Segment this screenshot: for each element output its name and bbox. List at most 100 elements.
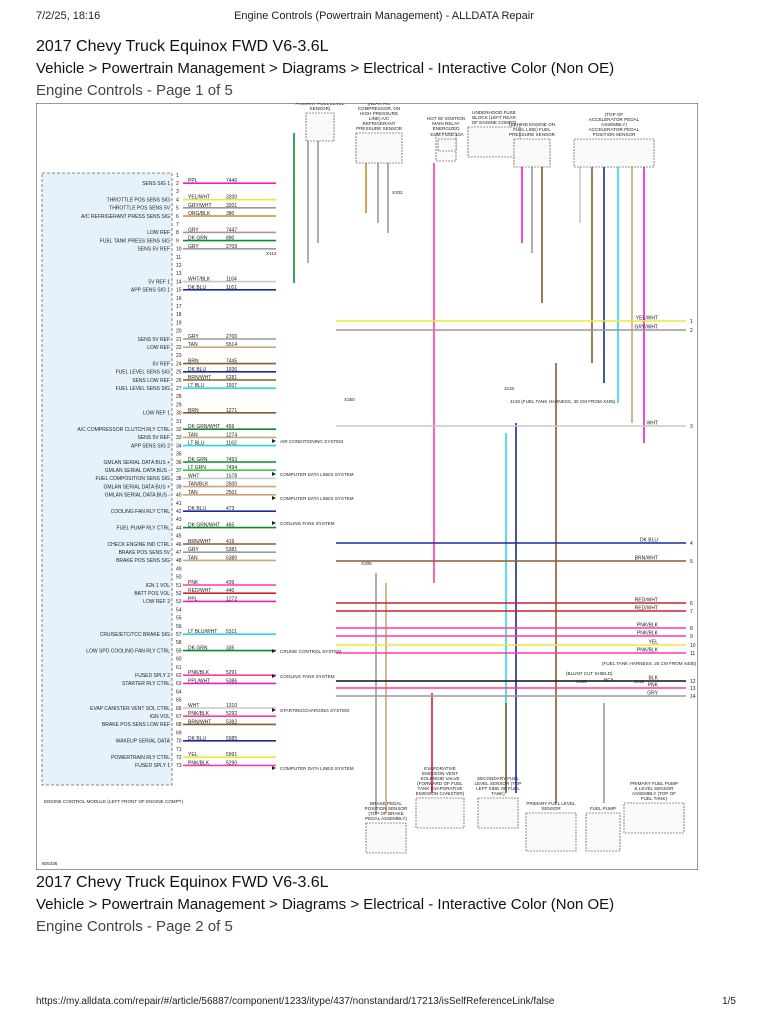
ecm-pin-number: 2: [176, 181, 179, 187]
footer-url[interactable]: https://my.alldata.com/repair/#/article/…: [36, 996, 555, 1007]
breadcrumb[interactable]: Vehicle > Powertrain Management > Diagra…: [36, 60, 615, 77]
evap-solenoid-box: [415, 797, 465, 829]
ecm-pin-number: 10: [176, 247, 182, 253]
ecm-pin-number: 59: [176, 648, 182, 654]
right-edge-wire-label: YEL: [649, 640, 659, 646]
fuel-tank-pressure-sensor-box: [305, 112, 335, 142]
wire-color-label: BRN/WHT: [188, 375, 211, 381]
wire-circuit-label: 1161: [226, 285, 237, 291]
right-edge-number: 7: [690, 609, 693, 615]
wire-circuit-label: 3200: [226, 195, 237, 201]
ecm-pin-number: 4: [176, 197, 179, 203]
wire-color-label: DK GRN: [188, 457, 208, 463]
vehicle-title: 2017 Chevy Truck Equinox FWD V6-3.6L: [36, 38, 329, 55]
ecm-pin-signal: SENS 5V REF: [137, 337, 170, 343]
wire-circuit-label: 5381: [226, 547, 237, 553]
wire-color-label: DK GRN/WHT: [188, 523, 220, 529]
wire-circuit-label: 1936: [226, 367, 237, 373]
wire-color-label: DK GRN: [188, 646, 208, 652]
wire-circuit-label: 5382: [226, 719, 237, 725]
ecm-pin-number: 36: [176, 460, 182, 466]
right-edge-number: 10: [690, 643, 696, 649]
ecm-pin-number: 53: [176, 599, 182, 605]
wire-color-label: TAN/BLK: [188, 482, 209, 488]
connector-tag: X350: [344, 397, 355, 402]
ecm-pin-signal: FUEL PUMP RLY CTRL: [117, 525, 171, 531]
wire-circuit-label: 890: [226, 236, 235, 242]
right-edge-wire-label: RED/WHT: [635, 598, 658, 604]
ecm-pin-number: 28: [176, 394, 182, 400]
wire-color-label: GRY: [188, 334, 199, 340]
wire-color-label: PPL/WHT: [188, 678, 210, 684]
ecm-pin-number: 42: [176, 509, 182, 515]
wire-color-label: GRY: [188, 227, 199, 233]
wire-circuit-label: 5292: [226, 711, 237, 717]
wire-circuit-label: 7446: [226, 178, 237, 184]
ecm-pin-number: 19: [176, 320, 182, 326]
ecm-pin-number: 70: [176, 739, 182, 745]
ecm-pin-signal: BRAKE POS SENS 5V: [119, 550, 171, 556]
right-edge-number: 8: [690, 626, 693, 632]
ecm-pin-number: 14: [176, 279, 182, 285]
wire-circuit-label: 419: [226, 539, 235, 545]
cooling-fans-2-label: COOLING FANS SYSTEM: [280, 674, 335, 679]
wire-circuit-label: 473: [226, 506, 235, 512]
connector-tag: X202: [392, 190, 403, 195]
ecm-fuse-label: ECM FUSE 10A: [430, 132, 464, 137]
ecm-pin-number: 71: [176, 747, 182, 753]
ecm-pin-number: 13: [176, 271, 182, 277]
ecm-pin-signal: BATT POS VOL: [134, 591, 170, 597]
wire-color-label: BRN: [188, 359, 199, 365]
destination-arrow: [272, 674, 276, 678]
j413-note: (FUEL TANK HARNESS, 25 CM FROM X405): [602, 661, 697, 666]
ecm-fuse-box: [437, 138, 457, 152]
ecm-pin-number: 32: [176, 427, 182, 433]
j419-note: J419 (FUEL TANK HARNESS, 30 CM FROM X405…: [510, 399, 616, 404]
wire-circuit-label: 1578: [226, 473, 237, 479]
wire-circuit-label: 440: [226, 588, 235, 594]
wire-circuit-label: 1310: [226, 703, 237, 709]
diagram-number: 505336: [42, 861, 58, 866]
wire-color-label: LT BLU: [188, 441, 205, 447]
wire-color-label: TAN: [188, 432, 198, 438]
right-edge-number: 12: [690, 679, 696, 685]
ecm-pin-signal: FUEL TANK PRESS SENS SIG: [100, 238, 170, 244]
right-edge-wire-label: WHT: [647, 421, 658, 427]
wire-color-label: PNK/BLK: [188, 760, 210, 766]
fuel-pump-assembly-box: [623, 802, 685, 834]
ecm-pin-number: 54: [176, 607, 182, 613]
ecm-pin-number: 52: [176, 591, 182, 597]
ecm-pin-number: 45: [176, 534, 182, 540]
ecm-pin-signal: SENS SIG 1: [142, 181, 170, 187]
wire-color-label: DK BLU: [188, 506, 206, 512]
right-edge-wire-label: PNK/BLK: [637, 631, 659, 637]
ecm-pin-number: 31: [176, 419, 182, 425]
wire-color-label: PNK/BLK: [188, 711, 210, 717]
right-edge-wire-label: GRY: [647, 691, 658, 697]
ecm-pin-signal: SENS LOW REF: [132, 378, 170, 384]
ecm-pin-number: 25: [176, 370, 182, 376]
page2-breadcrumb[interactable]: Vehicle > Powertrain Management > Diagra…: [36, 896, 615, 913]
right-edge-wire-label: BRN/WHT: [635, 556, 658, 562]
ecm-pin-number: 65: [176, 698, 182, 704]
fuel-pressure-sensor-box: [513, 138, 551, 168]
ecm-pin-signal: LOW SPD COOLING FAN RLY CTRL: [86, 648, 170, 654]
ecm-pin-number: 17: [176, 304, 182, 310]
ecm-pin-signal: 5V REF: [152, 361, 170, 367]
destination-arrow: [272, 472, 276, 476]
ecm-pin-number: 47: [176, 550, 182, 556]
right-edge-number: 6: [690, 601, 693, 607]
right-edge-wire-label: YEL/WHT: [636, 316, 658, 322]
ecm-pin-number: 51: [176, 583, 182, 589]
ecm-pin-number: 33: [176, 435, 182, 441]
wire-circuit-label: 1162: [226, 441, 237, 447]
ecm-pin-signal: WAKEUP SERIAL DATA: [116, 739, 171, 745]
wire-color-label: PNK/BLK: [188, 670, 210, 676]
ecm-pin-number: 6: [176, 214, 179, 220]
ecm-pin-signal: LOW REF 2: [143, 599, 170, 605]
ecm-pin-number: 34: [176, 443, 182, 449]
brake-pedal-sensor-box: [365, 822, 407, 854]
ecm-pin-number: 29: [176, 402, 182, 408]
